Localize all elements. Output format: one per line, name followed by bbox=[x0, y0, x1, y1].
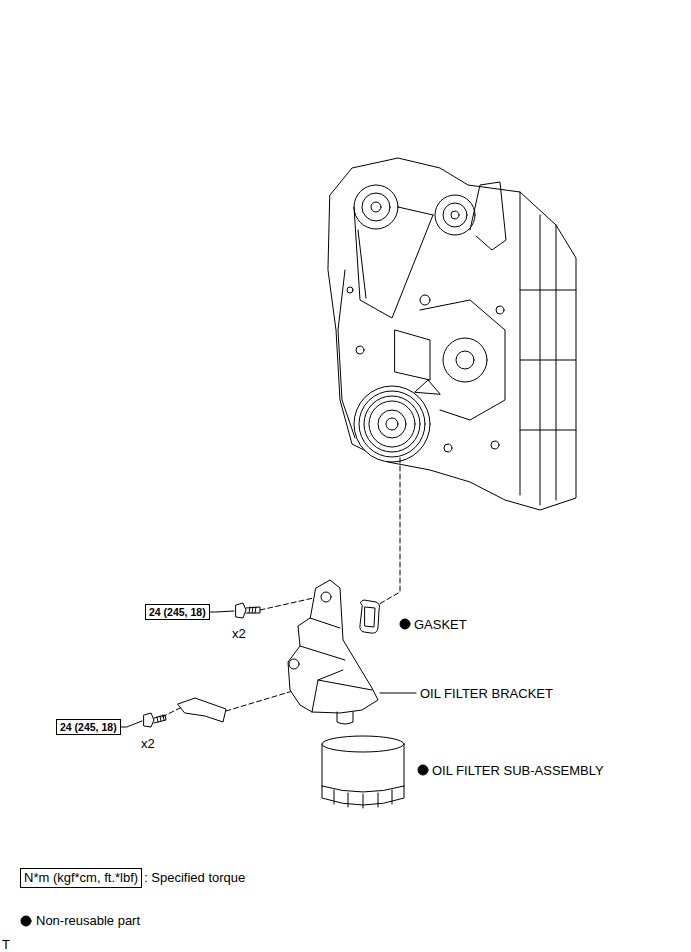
torque-value: 24 (245, 18) bbox=[60, 721, 117, 733]
non-reusable-mark bbox=[400, 619, 410, 629]
quantity: x2 bbox=[232, 626, 246, 641]
oil-filter-illustration bbox=[322, 736, 404, 808]
alignment-line bbox=[226, 690, 296, 711]
legend-text: Non-reusable part bbox=[36, 913, 140, 928]
leader-line bbox=[210, 611, 234, 612]
alignment-line bbox=[376, 458, 400, 606]
unit-box: N*m (kgf*cm, ft.*lbf) bbox=[20, 868, 142, 888]
gasket-illustration bbox=[360, 600, 380, 633]
torque-box: 24 (245, 18) bbox=[145, 604, 210, 620]
quantity: x2 bbox=[141, 736, 155, 751]
legend-text: : Specified torque bbox=[144, 870, 245, 885]
part-name: GASKET bbox=[414, 617, 467, 632]
engine-illustration bbox=[328, 158, 576, 510]
torque-unit: N*m (kgf*cm, ft.*lbf) bbox=[24, 870, 138, 886]
leader-line bbox=[121, 721, 142, 727]
oil-filter-bracket-illustration bbox=[288, 580, 378, 724]
part-name: OIL FILTER SUB-ASSEMBLY bbox=[432, 763, 604, 778]
page-mark: T bbox=[2, 937, 10, 952]
bolt-illustration bbox=[236, 603, 260, 618]
non-reusable-mark bbox=[418, 765, 428, 775]
torque-value: 24 (245, 18) bbox=[149, 606, 206, 618]
plate-illustration bbox=[178, 698, 226, 722]
leader-line bbox=[380, 693, 416, 694]
torque-box: 24 (245, 18) bbox=[56, 719, 121, 735]
legend-mark bbox=[21, 916, 31, 926]
bolt-illustration bbox=[144, 713, 166, 727]
alignment-line bbox=[260, 597, 318, 610]
part-name: OIL FILTER BRACKET bbox=[420, 686, 553, 701]
